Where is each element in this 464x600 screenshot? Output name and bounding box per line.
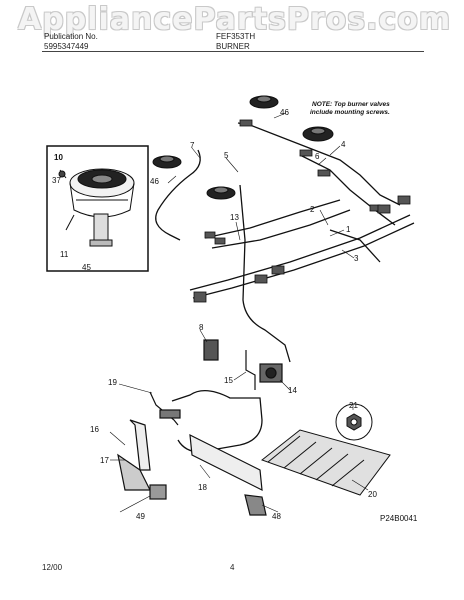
- callout-21: 21: [349, 401, 358, 410]
- footer-page-number: 4: [230, 563, 235, 572]
- note-line-2: include mounting screws.: [310, 109, 390, 116]
- model-number: FEF353TH: [216, 32, 256, 41]
- oven-burner-assembly: [117, 339, 283, 516]
- callout-48: 48: [272, 512, 281, 521]
- callout-14: 14: [288, 386, 297, 395]
- callout-20: 20: [368, 490, 377, 499]
- leader-lines: [109, 112, 369, 513]
- callout-18: 18: [198, 483, 207, 492]
- callout-13: 13: [230, 213, 239, 222]
- callout-46-top: 46: [280, 108, 289, 117]
- callout-4: 4: [341, 140, 346, 149]
- callout-11: 11: [60, 250, 69, 259]
- callout-7: 7: [190, 141, 195, 150]
- manifold-tubing: [155, 122, 415, 453]
- part-number: P24B0041: [380, 514, 418, 523]
- top-burner-heads: [152, 95, 334, 200]
- section-title: BURNER: [216, 42, 250, 51]
- inset-label: 10: [54, 153, 63, 162]
- header-rule: [42, 51, 424, 52]
- callout-46-left: 46: [150, 177, 159, 186]
- callout-6: 6: [315, 152, 320, 161]
- callout-numbers: 1 2 3 4 5 6 7 8 11 13 14 15 16 17 18 19 …: [52, 108, 418, 523]
- inset-burner-detail: 10: [46, 145, 149, 272]
- callout-2: 2: [310, 205, 315, 214]
- callout-17: 17: [100, 456, 109, 465]
- burner-valves: [193, 119, 411, 303]
- callout-45: 45: [82, 263, 91, 272]
- callout-37: 37: [52, 176, 61, 185]
- watermark: AppliancePartsPros.com: [18, 2, 452, 37]
- callout-1: 1: [346, 225, 351, 234]
- callout-49: 49: [136, 512, 145, 521]
- callout-5: 5: [224, 151, 229, 160]
- inset-part-21: [335, 403, 373, 441]
- callout-3: 3: [354, 254, 359, 263]
- broil-shield: [260, 429, 391, 496]
- publication-label: Publication No.: [44, 32, 98, 41]
- callout-19: 19: [108, 378, 117, 387]
- callout-15: 15: [224, 376, 233, 385]
- publication-number: 5995347449: [44, 42, 89, 51]
- callout-16: 16: [90, 425, 99, 434]
- note-line-1: NOTE: Top burner valves: [312, 101, 390, 108]
- callout-8: 8: [199, 323, 204, 332]
- footer-date: 12/00: [42, 563, 63, 572]
